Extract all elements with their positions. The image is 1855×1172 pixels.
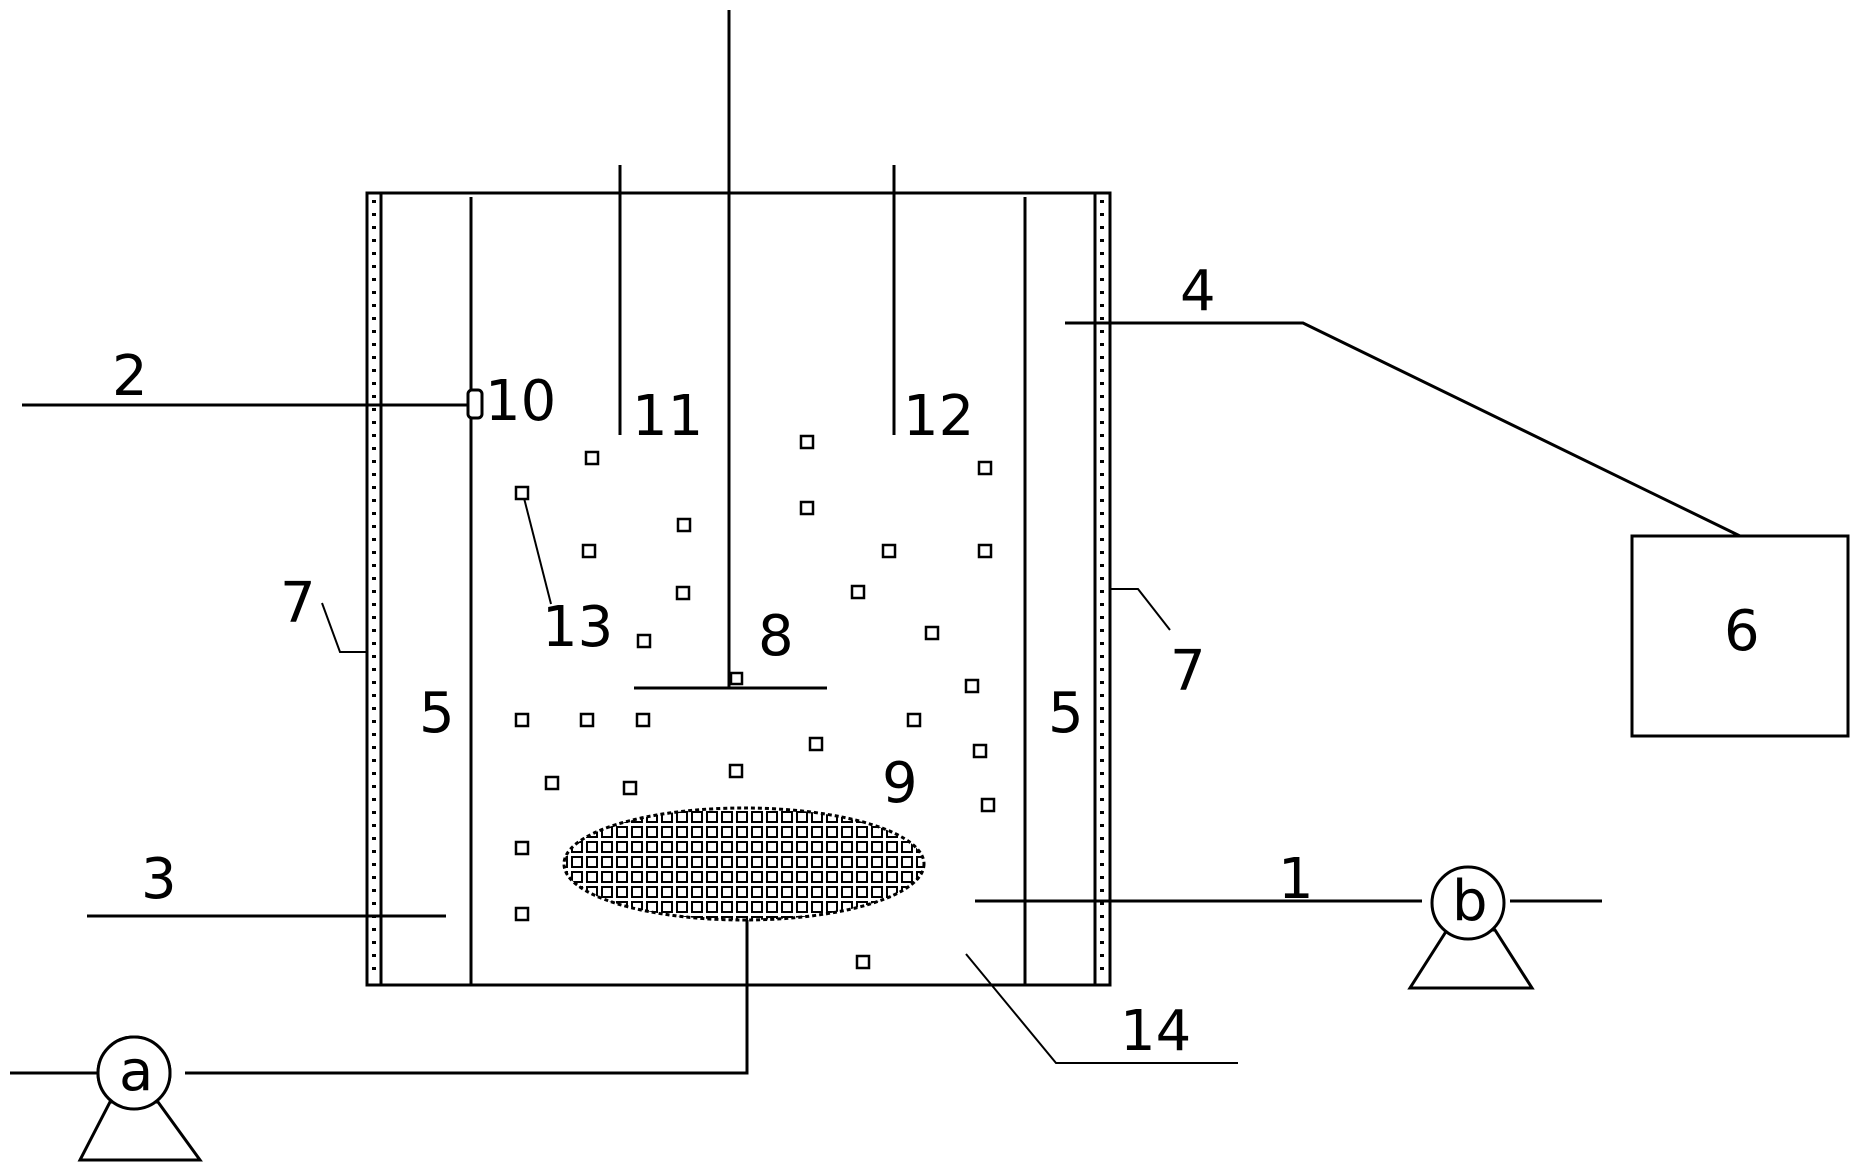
particle [676, 517, 692, 533]
particle [850, 584, 866, 600]
heating-jacket-right [1093, 193, 1104, 985]
particle [881, 543, 897, 559]
controller-box-6 [1630, 534, 1850, 738]
label-9: 9 [882, 751, 918, 816]
particle [980, 797, 996, 813]
particle [584, 450, 600, 466]
label-11: 11 [632, 384, 703, 449]
label-2: 2 [112, 344, 148, 409]
label-7-left: 7 [280, 571, 316, 636]
particle [855, 954, 871, 970]
suspended-particles [514, 434, 996, 970]
label-8: 8 [758, 604, 794, 669]
pump-b-icon [1407, 865, 1535, 990]
particle [808, 736, 824, 752]
aeration-diffuser [562, 806, 926, 922]
particle [514, 906, 530, 922]
label-pump-b: b [1452, 869, 1488, 934]
label-12: 12 [903, 384, 974, 449]
pipe-a-to-diffuser [185, 920, 749, 1075]
particle [636, 633, 652, 649]
particle [579, 712, 595, 728]
particle [675, 585, 691, 601]
particle [977, 460, 993, 476]
particle [581, 543, 597, 559]
particle [964, 678, 980, 694]
sensor-10 [466, 388, 484, 420]
label-14: 14 [1120, 999, 1191, 1064]
particle [514, 712, 530, 728]
label-5-left: 5 [419, 681, 455, 746]
label-6: 6 [1724, 599, 1760, 664]
particle [622, 780, 638, 796]
particle [544, 775, 560, 791]
label-1: 1 [1278, 847, 1314, 912]
particle [924, 625, 940, 641]
stirrer-hub [729, 671, 744, 686]
label-5-right: 5 [1048, 681, 1084, 746]
leader-7-left [321, 602, 367, 653]
label-4: 4 [1180, 259, 1216, 324]
particle [972, 743, 988, 759]
label-pump-a: a [119, 1039, 153, 1104]
particle [635, 712, 651, 728]
label-10: 10 [485, 369, 556, 434]
particle [906, 712, 922, 728]
particle [799, 500, 815, 516]
particle [799, 434, 815, 450]
heating-jacket-left [372, 193, 383, 985]
particle [728, 763, 744, 779]
label-3: 3 [141, 847, 177, 912]
label-13: 13 [542, 595, 613, 660]
leader-7-right [1110, 588, 1171, 631]
leader-14 [965, 953, 1238, 1064]
particle [514, 485, 530, 501]
pump-a-icon [77, 1035, 203, 1162]
particle [514, 840, 530, 856]
line-4 [1065, 321, 1741, 538]
leader-13 [523, 497, 552, 605]
particle [977, 543, 993, 559]
label-7-right: 7 [1170, 639, 1206, 704]
